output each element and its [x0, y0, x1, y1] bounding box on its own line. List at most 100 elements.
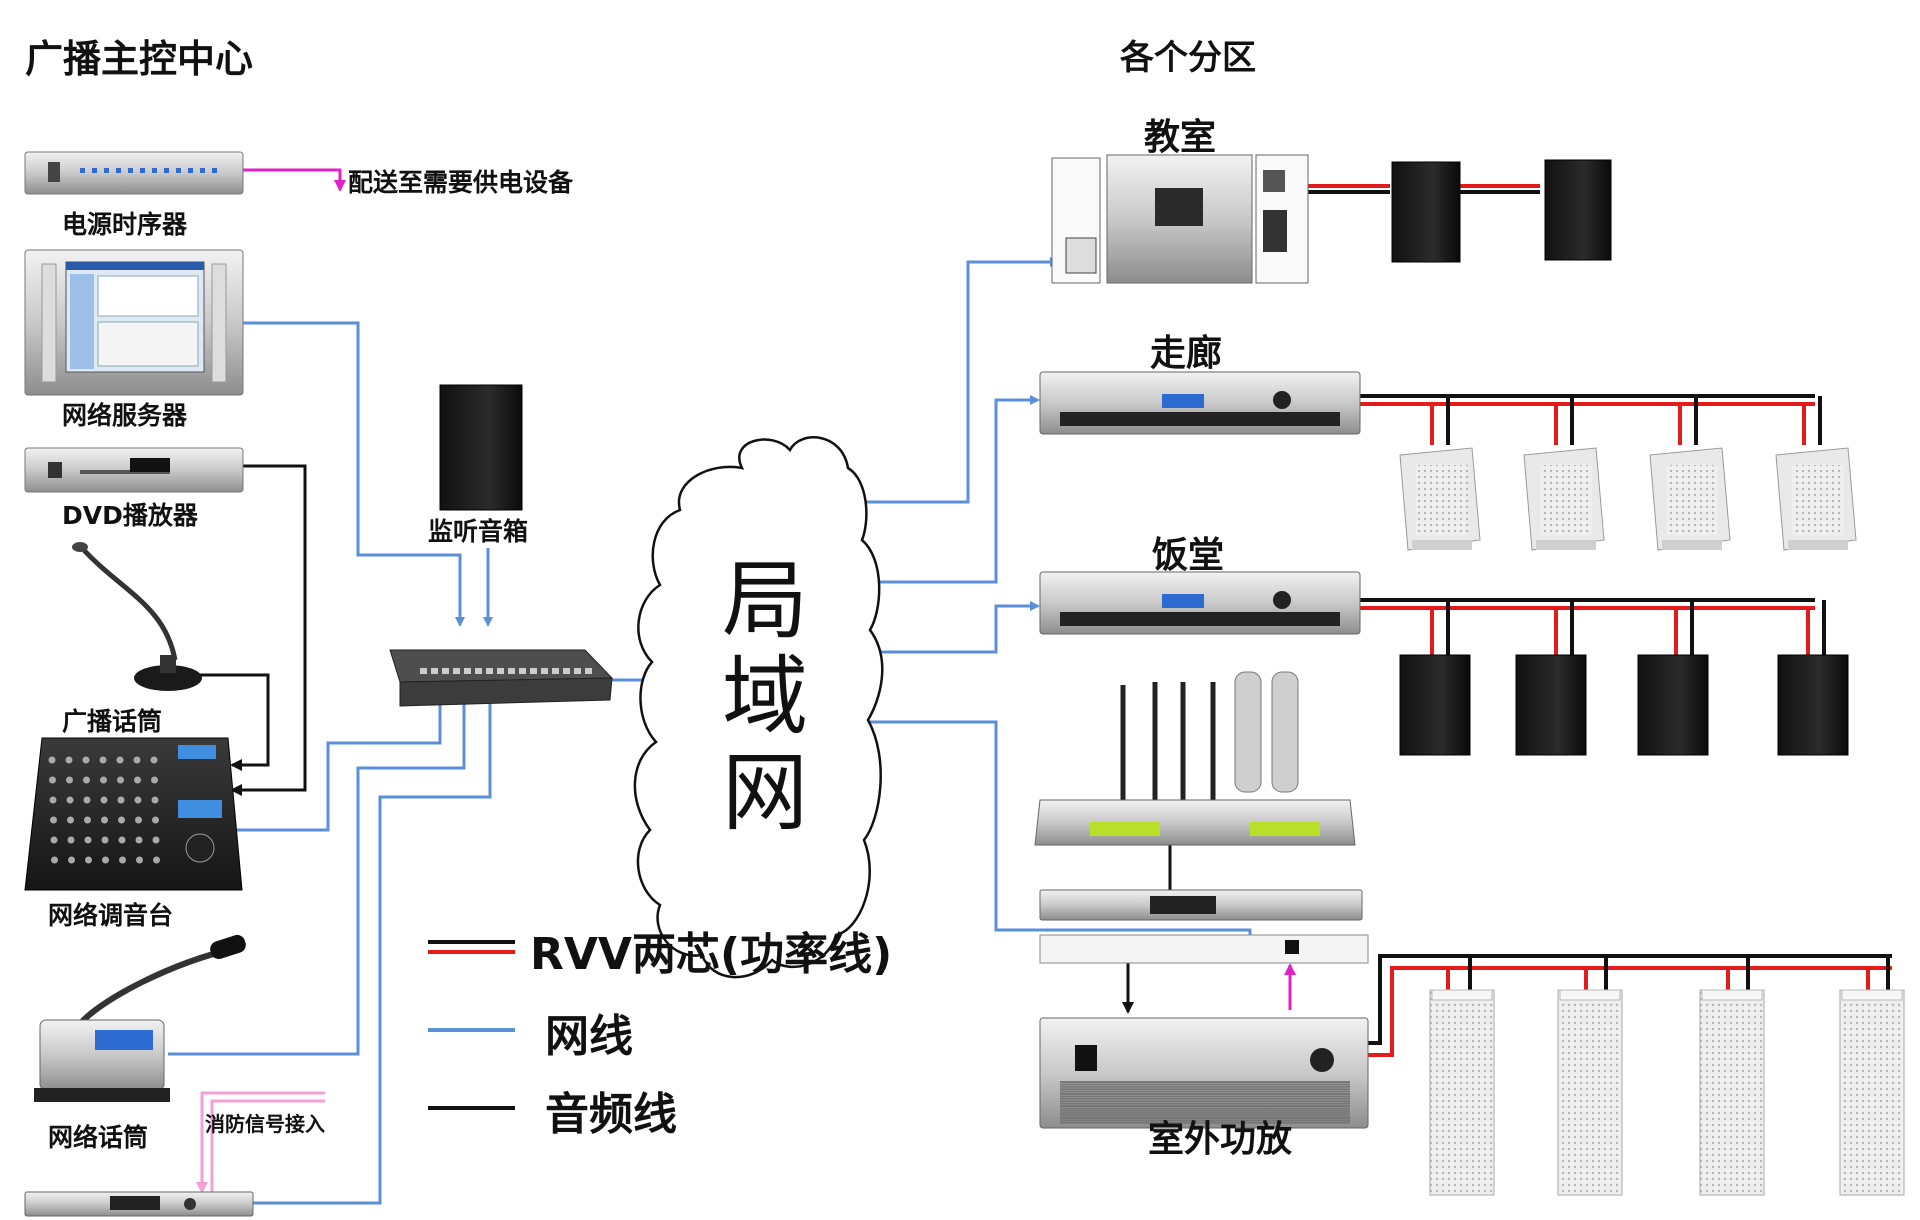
- classroom-speaker-1: [1391, 161, 1461, 263]
- sequencer-led: [212, 168, 217, 173]
- fire-interface-device: [24, 1191, 254, 1217]
- network-mixer-device: [24, 737, 243, 891]
- corridor-speaker-grill: [1666, 465, 1718, 535]
- switch-port: [486, 668, 493, 674]
- mixer-knob: [101, 836, 109, 844]
- zones-title: 各个分区: [1120, 38, 1256, 78]
- switch-port: [475, 668, 482, 674]
- mixer-knob: [153, 856, 160, 864]
- wireless-receiver-device: [1034, 671, 1356, 846]
- column-speaker-cap: [1431, 989, 1493, 1001]
- wire-fire-alarm-a: [196, 1091, 325, 1194]
- corridor-speaker-grill: [1416, 465, 1468, 535]
- mixer-knob: [49, 776, 56, 784]
- legend-symbols: [428, 940, 515, 1110]
- mixer-knob: [65, 756, 73, 764]
- wire-fire-switch: [252, 688, 495, 1205]
- monitor-speaker-device: [439, 384, 523, 511]
- dvd-player-device: [24, 447, 244, 493]
- canteen-speaker-body: [1399, 654, 1471, 756]
- wire-cloud-classroom: [856, 257, 1060, 504]
- network-paging-mic-label: 网络话筒: [48, 1123, 149, 1152]
- mixer-knob: [83, 776, 90, 784]
- switch-port: [453, 668, 460, 674]
- wire-mic-switch: [168, 688, 469, 1056]
- outdoor-column-speaker: [1839, 989, 1905, 1196]
- sequencer-leds: [80, 168, 217, 173]
- mixer-knob: [48, 756, 56, 764]
- corridor-speaker-base: [1662, 540, 1722, 550]
- column-speaker-cap: [1841, 989, 1903, 1001]
- mixer-knob: [51, 856, 58, 864]
- power-sequencer-label: 电源时序器: [62, 210, 188, 239]
- mixer-knob: [83, 796, 91, 804]
- column-speaker-body: [1557, 989, 1623, 1196]
- corridor-speaker: [1399, 447, 1481, 551]
- mixer-knobs: [48, 756, 160, 864]
- switch-port: [420, 668, 427, 674]
- wire-fire-alarm-b: [210, 1099, 325, 1192]
- switch-port: [541, 668, 548, 674]
- network-paging-mic-device: [34, 934, 246, 1102]
- sequencer-led: [200, 168, 205, 173]
- classroom-terminal-device: [1051, 154, 1309, 284]
- mixer-knob: [84, 836, 92, 844]
- switch-port: [552, 668, 559, 674]
- network-server-device: [24, 249, 244, 396]
- legend-power-label: RVV两芯(功率线): [530, 929, 893, 980]
- sequencer-led: [104, 168, 109, 173]
- sequencer-led: [188, 168, 193, 173]
- switch-port: [574, 668, 581, 674]
- power-sequencer-device: [24, 151, 244, 195]
- mixer-knob: [152, 836, 160, 844]
- mixer-knob: [117, 776, 124, 784]
- wire-server-switch: [242, 321, 465, 627]
- mixer-knob: [116, 756, 124, 764]
- mixer-knob: [135, 836, 143, 844]
- corridor-speaker: [1649, 447, 1731, 551]
- mixer-knob: [150, 756, 158, 764]
- mixer-knob: [84, 816, 91, 824]
- mixer-knob: [119, 856, 126, 864]
- audio-processor-device: [1039, 889, 1369, 964]
- mixer-knob: [68, 856, 75, 864]
- power-wires: [1305, 184, 1892, 1057]
- zone-canteen-label: 饭堂: [1152, 535, 1225, 576]
- lan-char-2: 域: [722, 647, 808, 747]
- mixer-knob: [49, 796, 57, 804]
- mixer-knob: [67, 836, 75, 844]
- mixer-knob: [117, 796, 125, 804]
- outdoor-speakers: [1429, 989, 1905, 1196]
- wire-power-distribution: [242, 168, 346, 192]
- mixer-knob: [136, 856, 143, 864]
- legend-audio-label: 音频线: [545, 1089, 677, 1140]
- wire-mixer-switch: [232, 688, 445, 832]
- mixer-knob: [151, 776, 158, 784]
- switch-port: [530, 668, 537, 674]
- sequencer-led: [116, 168, 121, 173]
- switch-ports: [420, 668, 592, 674]
- mixer-knob: [67, 816, 74, 824]
- mixer-knob: [66, 776, 73, 784]
- sequencer-led: [80, 168, 85, 173]
- mixer-knob: [134, 796, 142, 804]
- column-speaker-body: [1429, 989, 1495, 1196]
- corridor-speaker-grill: [1792, 465, 1844, 535]
- antennas: [1120, 682, 1216, 800]
- mixer-knob: [50, 836, 58, 844]
- canteen-speakers: [1399, 654, 1849, 756]
- canteen-speaker: [1637, 654, 1709, 756]
- canteen-speaker-body: [1777, 654, 1849, 756]
- switch-port: [497, 668, 504, 674]
- mixer-knob: [100, 796, 108, 804]
- mixer-knob: [102, 856, 109, 864]
- wire-micstand-mixer: [188, 673, 270, 771]
- wire-cloud-canteen: [878, 601, 1040, 654]
- master-center-title: 广播主控中心: [25, 37, 254, 81]
- canteen-speaker: [1515, 654, 1587, 756]
- mixer-knob: [152, 816, 159, 824]
- switch-port: [585, 668, 592, 674]
- gooseneck-mic-device: [72, 542, 202, 691]
- switch-port: [431, 668, 438, 674]
